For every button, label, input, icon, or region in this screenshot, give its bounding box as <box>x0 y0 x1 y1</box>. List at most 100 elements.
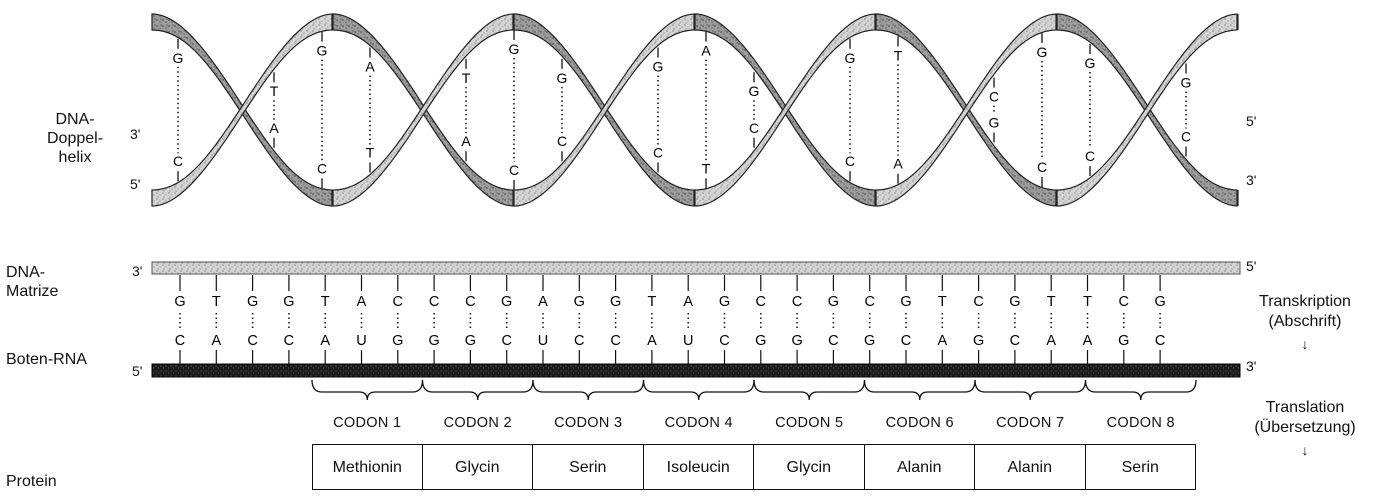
base-pair: TA <box>647 275 657 364</box>
protein-label: Protein <box>6 473 57 490</box>
codon-brace <box>1084 379 1197 401</box>
helix-base: C <box>1037 159 1047 175</box>
helix-base: C <box>845 153 855 169</box>
helix-base-pair: GC <box>509 30 519 190</box>
dna-template-strand <box>151 261 1241 275</box>
rna-base: C <box>501 333 511 349</box>
helix-strand-front <box>1056 13 1238 207</box>
codon-brace <box>532 379 645 401</box>
helix-left-bottom-end: 5' <box>130 176 141 192</box>
helix-base: G <box>845 50 856 66</box>
helix-strand-front <box>513 13 695 207</box>
template-base: C <box>973 294 983 310</box>
rna-base: C <box>828 333 838 349</box>
rna-base: U <box>538 333 548 349</box>
base-pair: GC <box>1154 275 1166 364</box>
base-pair: TA <box>211 275 221 364</box>
template-base: C <box>864 294 874 310</box>
base-pair: TA <box>1083 275 1093 364</box>
base-pair: CG <box>392 275 403 364</box>
helix-left-top-end: 3' <box>130 126 141 142</box>
helix-base-pair: GC <box>1181 63 1192 157</box>
mrna-left-end: 5' <box>132 363 143 379</box>
codon-label: CODON 3 <box>554 415 623 431</box>
rna-base: C <box>901 333 911 349</box>
helix-strand-front <box>151 13 333 207</box>
helix-strand-front <box>694 13 876 207</box>
codon-brace <box>974 379 1087 401</box>
base-pair: CG <box>864 275 875 364</box>
base-pair: TA <box>320 275 330 364</box>
helix-base: C <box>1085 148 1095 164</box>
rna-base: C <box>1155 333 1165 349</box>
rna-base: C <box>175 333 185 349</box>
base-pairs: GCTAGCGCTAAUCGCGCGGCAUGCGCTAAUGCCGCGGCCG… <box>174 275 1166 364</box>
codon-label: CODON 6 <box>885 415 954 431</box>
base-pair: GC <box>610 275 621 364</box>
base-pair: CG <box>465 275 476 364</box>
rna-base: G <box>864 333 875 349</box>
rna-base: U <box>356 333 366 349</box>
base-pair: AU <box>538 275 548 364</box>
base-pair: GC <box>174 275 186 364</box>
template-base: A <box>538 294 548 310</box>
helix-base: C <box>557 133 567 149</box>
rna-base: G <box>973 333 984 349</box>
template-base: G <box>174 294 185 310</box>
helix-base: G <box>557 70 568 86</box>
helix-base: T <box>702 160 711 176</box>
rna-base: G <box>755 333 766 349</box>
helix-base-pair: AT <box>365 47 375 173</box>
helix-base: A <box>365 59 375 75</box>
rna-base: A <box>647 333 657 349</box>
rna-base: G <box>791 333 802 349</box>
rna-base: C <box>719 333 729 349</box>
helix-base: C <box>749 120 759 136</box>
template-base: G <box>247 294 258 310</box>
base-pair: GC <box>574 275 585 364</box>
codon-label: CODON 8 <box>1106 415 1175 431</box>
template-base: C <box>756 294 766 310</box>
template-base: T <box>938 294 947 310</box>
helix-base: G <box>317 43 328 59</box>
rna-base: U <box>683 333 693 349</box>
rna-base: A <box>937 333 947 349</box>
helix-base: A <box>461 133 471 149</box>
base-pair: CG <box>755 275 766 364</box>
translation-label: Translation (Übersetzung) <box>1254 399 1356 436</box>
rna-base: C <box>610 333 620 349</box>
rna-base: A <box>211 333 221 349</box>
template-base: C <box>393 294 403 310</box>
template-base: A <box>683 294 693 310</box>
helix-base: G <box>1181 74 1192 90</box>
template-base: G <box>1009 294 1020 310</box>
helix-base: C <box>1181 129 1191 145</box>
amino-acid-box: Alanin <box>864 444 975 490</box>
base-pair: AU <box>683 275 693 364</box>
translation-arrow: ↓ <box>1301 442 1309 458</box>
helix-right-top-end: 5' <box>1246 113 1257 129</box>
template-base: G <box>610 294 621 310</box>
helix-base: G <box>1037 44 1048 60</box>
codon-label: CODON 5 <box>775 415 844 431</box>
base-pair: CG <box>973 275 984 364</box>
helix-base-pair: TA <box>269 72 279 148</box>
helix-base: T <box>462 70 471 86</box>
rna-base: C <box>1010 333 1020 349</box>
base-pair: GC <box>247 275 258 364</box>
helix-right-bottom-end: 3' <box>1246 172 1257 188</box>
rna-base: A <box>320 333 330 349</box>
template-base: G <box>828 294 839 310</box>
helix-base-pair: GC <box>749 72 760 148</box>
template-base: A <box>357 294 367 310</box>
matrix-right-end: 5' <box>1246 258 1257 274</box>
template-base: T <box>321 294 330 310</box>
helix-base-pair: GC <box>845 38 856 182</box>
amino-acid-box: Glycin <box>754 444 865 490</box>
helix-base: G <box>749 83 760 99</box>
base-pair: GC <box>900 275 912 364</box>
helix-base-pair: GC <box>317 31 328 189</box>
mrna-strand <box>151 363 1241 378</box>
